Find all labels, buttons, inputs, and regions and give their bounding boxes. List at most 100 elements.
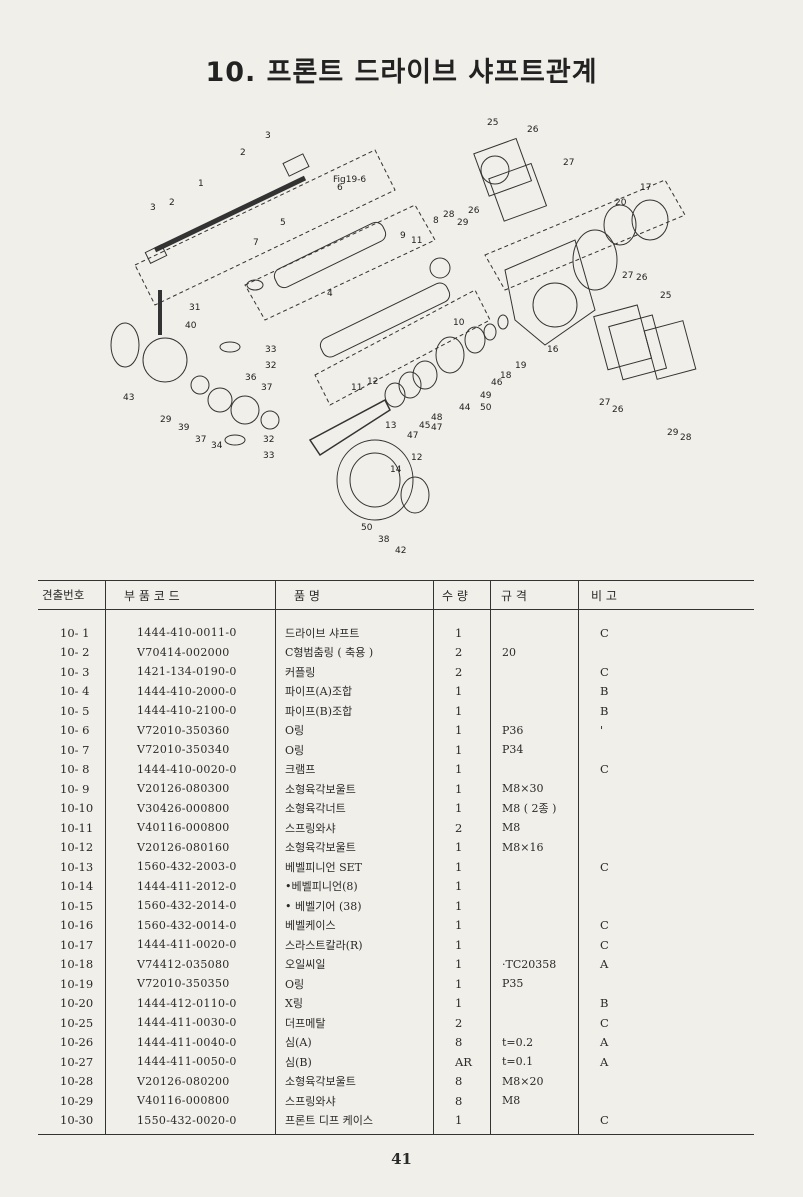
- part-name-cell: O링: [285, 743, 305, 757]
- quantity-cell: 1: [455, 996, 463, 1011]
- note-cell: A: [600, 1054, 609, 1069]
- part-code-cell: 1444-411-0040-0: [137, 1035, 237, 1049]
- header-note: 비 고: [578, 581, 754, 609]
- callout: 36: [245, 373, 257, 383]
- note-cell: C: [600, 1113, 609, 1128]
- callout: 7: [253, 238, 259, 248]
- ref-no-cell: 10-15: [60, 898, 94, 913]
- callout: 37: [195, 435, 206, 445]
- part-code-cell: V20126-080300: [137, 782, 230, 796]
- spec-cell: M8×20: [502, 1074, 544, 1088]
- ref-no-cell: 10-12: [60, 840, 94, 855]
- callout: 38: [378, 535, 390, 545]
- part-name-cell: 크램프: [285, 763, 316, 777]
- ref-no-cell: 10-29: [60, 1093, 94, 1108]
- callout: 46: [491, 378, 503, 388]
- ref-no-cell: 10-18: [60, 957, 94, 972]
- part-code-cell: 1560-432-2003-0: [137, 860, 237, 874]
- part-name-cell: 커플링: [285, 665, 316, 679]
- callout: 1: [198, 179, 204, 189]
- part-code-cell: V40116-000800: [137, 1094, 230, 1108]
- callout: 11: [411, 236, 422, 246]
- quantity-cell: 1: [455, 840, 463, 855]
- callout: 31: [189, 303, 200, 313]
- callout: 26: [612, 405, 624, 415]
- callout: 42: [395, 546, 406, 556]
- part-name-cell: 소형육각보울트: [285, 782, 356, 796]
- quantity-cell: 8: [455, 1074, 463, 1089]
- part-code-cell: 1421-134-0190-0: [137, 665, 237, 679]
- part-name-cell: 프론트 디프 케이스: [285, 1114, 373, 1128]
- ref-no-cell: 10-25: [60, 1015, 94, 1030]
- callout: 26: [636, 273, 648, 283]
- callout: 2: [240, 148, 246, 158]
- ref-no-cell: 10- 4: [60, 684, 90, 699]
- part-code-cell: 1444-410-0011-0: [137, 626, 237, 640]
- quantity-cell: 1: [455, 742, 463, 757]
- note-cell: C: [600, 625, 609, 640]
- quantity-cell: 1: [455, 976, 463, 991]
- callout: 8: [433, 216, 439, 226]
- spec-cell: M8 ( 2종 ): [502, 802, 557, 816]
- header-spec: 규 격: [490, 581, 578, 609]
- part-name-cell: 오일씨일: [285, 958, 326, 972]
- part-name-cell: 파이프(B)조합: [285, 704, 353, 718]
- part-name-cell: 더프메탈: [285, 1016, 326, 1030]
- callout: 28: [443, 210, 455, 220]
- spec-cell: P34: [502, 743, 524, 757]
- callout: 13: [385, 421, 396, 431]
- callout: 9: [400, 231, 406, 241]
- callout: 26: [527, 125, 539, 135]
- spec-cell: P35: [502, 977, 524, 991]
- note-cell: C: [600, 762, 609, 777]
- ref-no-cell: 10-28: [60, 1074, 94, 1089]
- part-name-cell: 심(B): [285, 1055, 312, 1069]
- part-code-cell: 1444-410-0020-0: [137, 762, 237, 776]
- quantity-cell: 1: [455, 898, 463, 913]
- callout: 14: [390, 465, 402, 475]
- callout: 28: [680, 433, 692, 443]
- callout: 50: [361, 523, 373, 533]
- part-name-cell: 스라스트칼라(R): [285, 938, 363, 952]
- callout: 37: [261, 383, 272, 393]
- part-name-cell: 심(A): [285, 1036, 312, 1050]
- part-name-cell: O링: [285, 977, 305, 991]
- callout: 50: [480, 403, 492, 413]
- ref-no-cell: 10-19: [60, 976, 94, 991]
- callout: 29: [457, 218, 469, 228]
- page-number: 41: [391, 1150, 412, 1168]
- callout: 34: [211, 441, 223, 451]
- ref-no-cell: 10-20: [60, 996, 94, 1011]
- note-cell: A: [600, 957, 609, 972]
- table-header: 견출번호 부 품 코 드 품 명 수 량 규 격 비 고: [38, 581, 754, 610]
- ref-no-cell: 10- 7: [60, 742, 90, 757]
- spec-cell: t=0.2: [502, 1035, 534, 1049]
- callout: 10: [453, 318, 465, 328]
- quantity-cell: 2: [455, 820, 463, 835]
- ref-no-cell: 10-11: [60, 820, 94, 835]
- part-name-cell: • 베벨기어 (38): [285, 899, 362, 913]
- part-name-cell: 베벨피니언 SET: [285, 860, 362, 874]
- part-code-cell: 1444-411-2012-0: [137, 879, 237, 893]
- quantity-cell: 2: [455, 645, 463, 660]
- quantity-cell: 1: [455, 879, 463, 894]
- callout: 29: [160, 415, 172, 425]
- callout: 4: [327, 289, 333, 299]
- ref-no-cell: 10- 5: [60, 703, 90, 718]
- ref-no-cell: 10-26: [60, 1035, 94, 1050]
- part-code-cell: 1444-411-0050-0: [137, 1055, 237, 1069]
- callout: 27: [563, 158, 574, 168]
- note-cell: C: [600, 937, 609, 952]
- ref-no-cell: 10-10: [60, 801, 94, 816]
- callout: 33: [265, 345, 276, 355]
- part-code-cell: V70414-002000: [137, 645, 230, 659]
- note-cell: C: [600, 918, 609, 933]
